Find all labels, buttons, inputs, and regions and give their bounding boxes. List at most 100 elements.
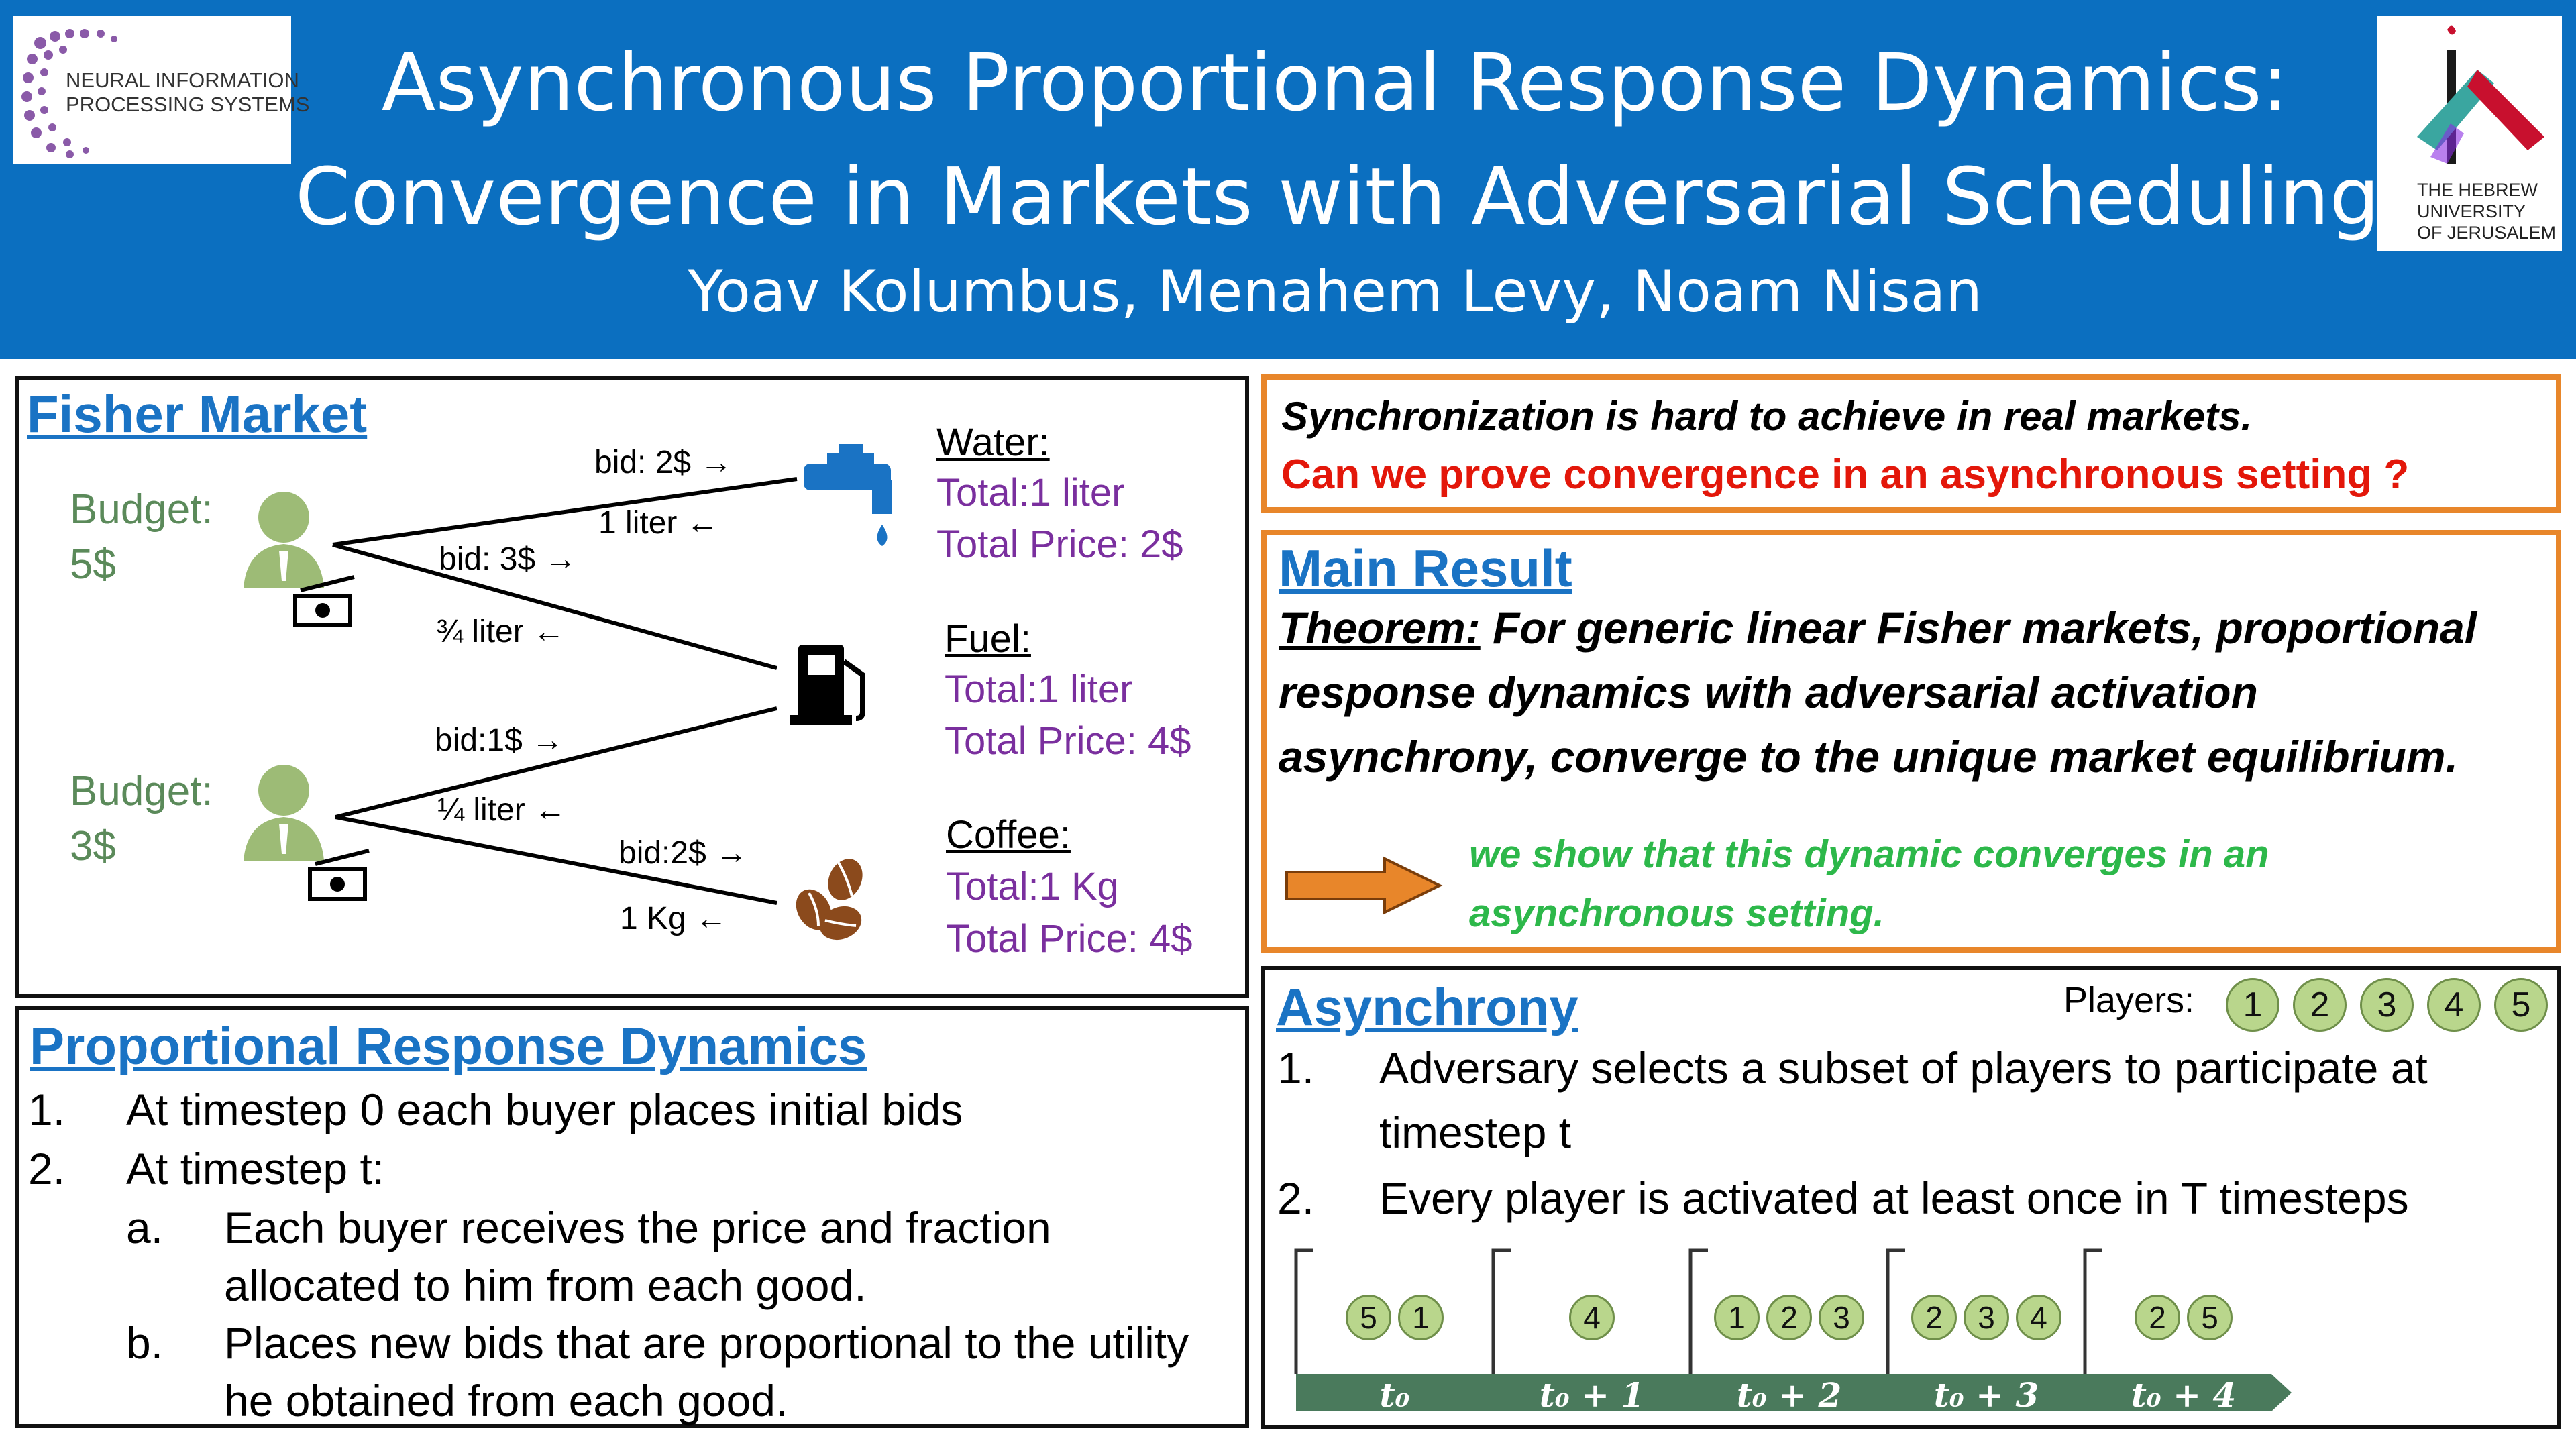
timeline-player-bubble: 3 <box>1819 1295 1864 1340</box>
timeline-bracket <box>1886 1248 1905 1374</box>
fisher-market-title: Fisher Market <box>27 384 368 443</box>
timeline-player-bubble: 3 <box>1964 1295 2009 1340</box>
asynchrony-item-2-text: Every player is activated at least once … <box>1379 1173 2409 1223</box>
timeline-step-label: t₀ + 2 <box>1736 1375 1842 1415</box>
asynchrony-item-2-number: 2. <box>1277 1173 1315 1223</box>
edge-label-allocation: ¼ liter ← <box>437 792 567 828</box>
player-bubble: 3 <box>2360 978 2414 1032</box>
prd-item-1-text: At timestep 0 each buyer places initial … <box>126 1085 963 1134</box>
result-note-line2: asynchronous setting. <box>1469 892 1884 935</box>
timeline-bar <box>1294 1248 2292 1411</box>
good-water-total: Total:1 liter <box>936 471 1125 515</box>
arrow-right-icon <box>1285 856 1443 915</box>
money-icon <box>293 575 355 627</box>
player-bubble: 1 <box>2226 978 2279 1032</box>
player-bubble: 4 <box>2427 978 2481 1032</box>
prd-sub-a-label: a. <box>126 1203 164 1252</box>
timeline-player-bubble: 1 <box>1398 1295 1444 1340</box>
fisher-market-diagram <box>244 444 892 941</box>
timeline-player-bubble: 2 <box>1766 1295 1812 1340</box>
timeline-player-bubble: 2 <box>2135 1295 2180 1340</box>
timeline-bracket <box>1294 1248 1313 1374</box>
hebrew-university-line2: UNIVERSITY <box>2417 201 2526 221</box>
theorem-line-3: asynchrony, converge to the unique marke… <box>1279 732 2458 782</box>
asynchrony-item-1-line1: Adversary selects a subset of players to… <box>1379 1043 2428 1093</box>
result-note-line1: we show that this dynamic converges in a… <box>1469 833 2269 876</box>
good-water-name: Water: <box>936 421 1050 464</box>
timeline-player-bubble: 2 <box>1911 1295 1957 1340</box>
good-coffee-name: Coffee: <box>946 813 1071 857</box>
title-line-2: Convergence in Markets with Adversarial … <box>295 150 2380 243</box>
sync-statement: Synchronization is hard to achieve in re… <box>1281 394 2253 439</box>
money-icon <box>308 849 370 901</box>
buyer-2-budget-label: Budget: <box>70 768 213 814</box>
good-fuel-total: Total:1 liter <box>945 667 1133 711</box>
good-coffee-total: Total:1 Kg <box>946 865 1119 908</box>
timeline-player-bubble: 5 <box>1346 1295 1391 1340</box>
timeline-bracket <box>1688 1248 1708 1374</box>
player-bubble: 5 <box>2494 978 2548 1032</box>
prd-panel: Proportional Response Dynamics 1. At tim… <box>15 1006 1249 1428</box>
player-bubble: 2 <box>2293 978 2347 1032</box>
asynchrony-item-1-number: 1. <box>1277 1043 1315 1093</box>
prd-sub-b-line1: Places new bids that are proportional to… <box>224 1318 1189 1368</box>
prd-sub-b-label: b. <box>126 1318 164 1368</box>
theorem-label: Theorem: <box>1279 603 1481 653</box>
good-coffee-price: Total Price: 4$ <box>946 917 1193 961</box>
main-result-title: Main Result <box>1279 539 1572 598</box>
water-tap-icon <box>804 444 892 546</box>
header-banner: NEURAL INFORMATION PROCESSING SYSTEMS As… <box>0 0 2576 359</box>
hebrew-university-emblem-icon <box>2417 25 2544 164</box>
edge-label-bid: bid:1$ → <box>435 722 564 758</box>
neurips-logo-line2: PROCESSING SYSTEMS <box>66 93 310 116</box>
timeline-player-bubble: 4 <box>2016 1295 2061 1340</box>
good-fuel-name: Fuel: <box>945 617 1031 661</box>
title-line-1: Asynchronous Proportional Response Dynam… <box>381 36 2289 129</box>
neurips-logo: NEURAL INFORMATION PROCESSING SYSTEMS <box>13 16 309 164</box>
edge-label-bid: bid: 2$ → <box>594 445 733 480</box>
hebrew-university-logo: THE HEBREW UNIVERSITY OF JERUSALEM <box>2377 16 2562 251</box>
buyer-1-budget-value: 5$ <box>70 541 116 588</box>
edge-label-bid: bid:2$ → <box>619 835 748 871</box>
players-label: Players: <box>2063 980 2195 1020</box>
prd-item-2-number: 2. <box>28 1144 66 1193</box>
edge-label-allocation: 1 Kg ← <box>620 901 728 936</box>
prd-sub-a-line2: allocated to him from each good. <box>224 1260 867 1310</box>
prd-sub-b-line2: he obtained from each good. <box>224 1376 788 1426</box>
coffee-beans-icon <box>796 859 863 941</box>
prd-item-2-text: At timestep t: <box>126 1144 385 1193</box>
buyer-2-icon <box>244 765 324 861</box>
sync-question: Can we prove convergence in an asynchron… <box>1281 451 2410 498</box>
theorem-text-1: For generic linear Fisher markets, propo… <box>1480 603 2477 653</box>
timeline-player-bubble: 1 <box>1714 1295 1760 1340</box>
timeline-player-bubble: 5 <box>2187 1295 2233 1340</box>
timeline-bracket <box>2083 1248 2102 1374</box>
neurips-logo-line1: NEURAL INFORMATION <box>66 68 299 92</box>
synchronization-panel: Synchronization is hard to achieve in re… <box>1261 374 2561 513</box>
timeline-step-label: t₀ + 4 <box>2131 1375 2237 1415</box>
asynchrony-item-1-line2: timestep t <box>1379 1108 1572 1157</box>
asynchrony-title: Asynchrony <box>1276 977 1578 1036</box>
timeline-step-label: t₀ <box>1379 1375 1410 1415</box>
prd-item-1-number: 1. <box>28 1085 66 1134</box>
fuel-pump-icon <box>790 645 865 724</box>
theorem-line-1: Theorem: For generic linear Fisher marke… <box>1279 602 2477 653</box>
good-fuel-price: Total Price: 4$ <box>945 719 1191 763</box>
edge-label-allocation: ¾ liter ← <box>436 614 566 649</box>
good-water-price: Total Price: 2$ <box>936 523 1183 566</box>
hebrew-university-line3: OF JERUSALEM <box>2417 223 2557 243</box>
prd-title: Proportional Response Dynamics <box>30 1016 867 1075</box>
main-result-panel: Main Result Theorem: For generic linear … <box>1261 530 2561 953</box>
prd-sub-a-line1: Each buyer receives the price and fracti… <box>224 1203 1051 1252</box>
authors: Yoav Kolumbus, Menahem Levy, Noam Nisan <box>688 258 1982 325</box>
timeline-player-bubble: 4 <box>1569 1295 1615 1340</box>
buyer-1-budget-label: Budget: <box>70 486 213 533</box>
timeline-step-label: t₀ + 3 <box>1933 1375 2039 1415</box>
buyer-2-budget-value: 3$ <box>70 823 116 869</box>
edge-label-bid: bid: 3$ → <box>439 541 577 577</box>
edge-label-allocation: 1 liter ← <box>598 505 718 541</box>
buyer-1-icon <box>244 492 324 588</box>
theorem-line-2: response dynamics with adversarial activ… <box>1279 667 2258 717</box>
